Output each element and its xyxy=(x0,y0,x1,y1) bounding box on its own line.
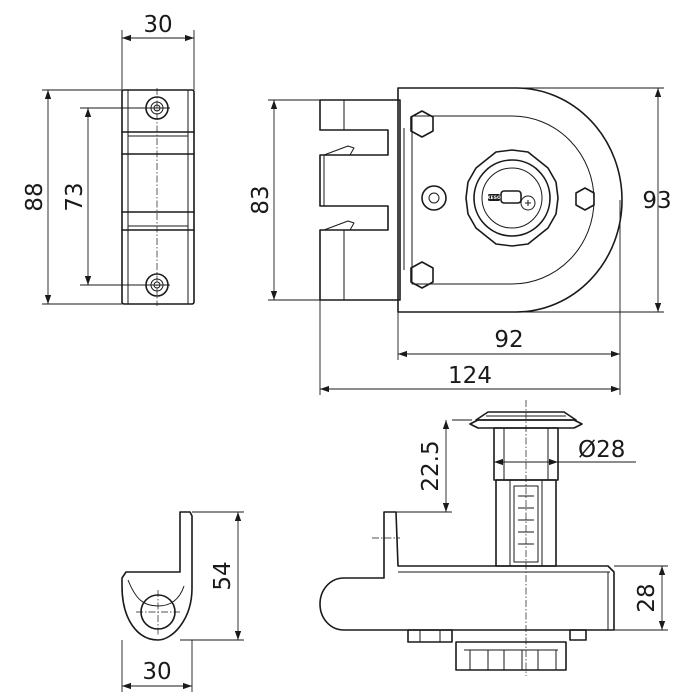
dim-angle-width: 30 xyxy=(142,659,171,685)
dim-cylinder-projection: 22.5 xyxy=(418,440,444,491)
hex-nut-top xyxy=(410,110,434,138)
dim-body-height: 83 xyxy=(248,185,274,214)
dim-clip-hole-spacing: 73 xyxy=(62,182,88,211)
dim-body-length: 124 xyxy=(448,363,492,389)
angle-bracket-view: 54 30 xyxy=(121,511,244,692)
dim-cylinder-diameter: Ø28 xyxy=(578,437,625,463)
key-logo-badge xyxy=(488,194,500,201)
dim-body-depth: 28 xyxy=(634,583,660,612)
cylinder-knob: KESO xyxy=(465,149,559,247)
dim-clip-width-top: 30 xyxy=(143,12,172,38)
hex-nut-bottom xyxy=(410,261,434,289)
dim-housing-height: 93 xyxy=(642,188,671,214)
side-screw xyxy=(421,185,447,211)
key-logo-text: KESO xyxy=(487,195,501,201)
lock-side-view: 22.5 Ø28 28 xyxy=(319,400,668,676)
lock-front-view: KESO 83 93 92 124 xyxy=(248,87,672,395)
dim-housing-width: 92 xyxy=(494,327,523,353)
dim-clip-height-outer: 88 xyxy=(22,182,48,211)
dim-angle-height: 54 xyxy=(210,561,236,590)
strike-plate-view: 30 88 73 xyxy=(22,12,195,306)
hex-nut-right xyxy=(575,187,595,211)
